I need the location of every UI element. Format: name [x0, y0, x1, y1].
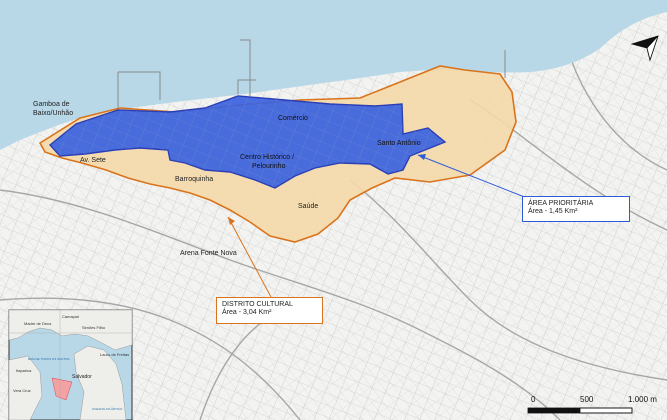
- priority-callout-area: Área - 1,45 Km²: [528, 208, 578, 215]
- label-comercio: Comércio: [278, 115, 308, 122]
- priority-leader-arrow: [418, 154, 426, 160]
- inset-label-itaparica: Itaparica: [16, 368, 32, 373]
- cultural-callout-title: DISTRITO CULTURAL: [222, 301, 293, 308]
- scale-tick-500: 500: [580, 395, 594, 404]
- inset-label-camacari: Camaçari: [62, 314, 79, 319]
- bay-water: [0, 0, 667, 150]
- inset-label-lauro: Lauro de Freitas: [100, 352, 129, 357]
- inset-label-madre: Madre de Deus: [24, 321, 51, 326]
- cultural-leader-line: [227, 216, 272, 298]
- label-centro-line2: Pelourinho: [252, 163, 286, 170]
- inset-label-veracruz: Vera Cruz: [13, 388, 31, 393]
- cultural-callout-area: Área - 3,04 Km²: [222, 309, 272, 316]
- north-arrow-icon: [630, 35, 659, 62]
- scale-bar: [527, 407, 633, 414]
- priority-callout-title: ÁREA PRIORITÁRIA: [528, 200, 594, 207]
- label-gamboa-line2: Baixo/Unhão: [33, 110, 73, 117]
- label-santo-antonio: Santo Antônio: [377, 140, 421, 147]
- priority-area-callout: ÁREA PRIORITÁRIA Área - 1,45 Km²: [522, 196, 630, 222]
- label-arena: Arena Fonte Nova: [180, 250, 237, 257]
- label-gamboa-line1: Gamboa de: [33, 101, 70, 108]
- priority-leader-line: [417, 154, 528, 199]
- inset-label-baia: BAÍA DE TODOS OS SANTOS: [28, 357, 69, 361]
- label-centro-line1: Centro Histórico /: [240, 154, 294, 161]
- label-av-sete: Av. Sete: [80, 157, 106, 164]
- scale-tick-1000: 1.000 m: [628, 395, 657, 404]
- inset-label-oceano: OCEANO ATLÂNTICO: [92, 406, 123, 411]
- scale-tick-0: 0: [531, 395, 536, 404]
- cultural-district-callout: DISTRITO CULTURAL Área - 3,04 Km²: [216, 297, 323, 324]
- inset-label-salvador: Salvador: [72, 374, 92, 380]
- piers: [117, 39, 506, 108]
- inset-label-simoes: Simões Filho: [82, 325, 106, 330]
- cultural-leader-arrow: [228, 217, 235, 225]
- inset-map: [8, 309, 133, 420]
- label-saude: Saúde: [298, 203, 318, 210]
- label-barroquinha: Barroquinha: [175, 176, 213, 183]
